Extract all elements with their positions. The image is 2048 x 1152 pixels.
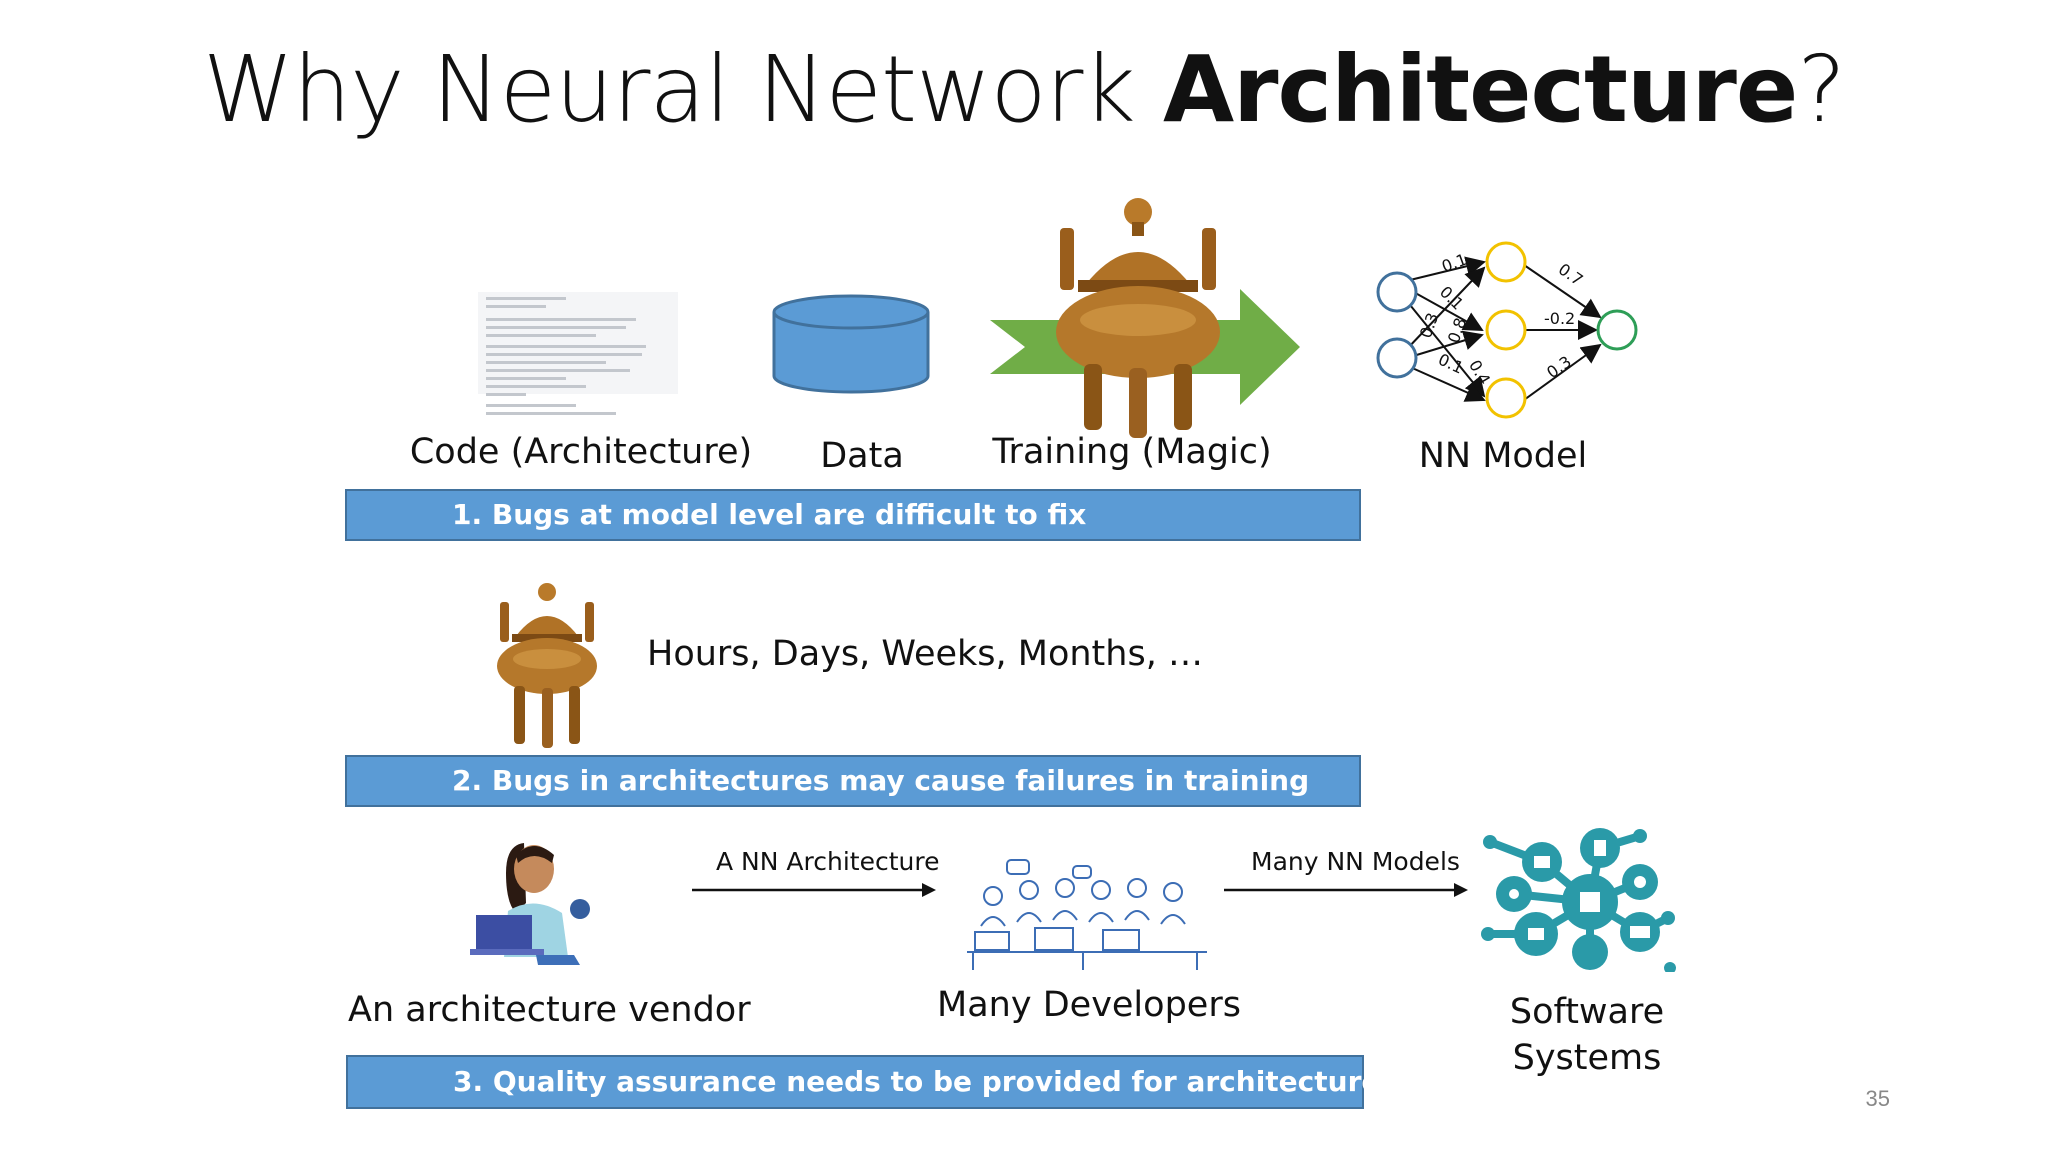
code-label: Code (Architecture) xyxy=(409,432,753,472)
software-systems-icon xyxy=(1481,828,1676,972)
arrow1-label: A NN Architecture xyxy=(716,847,940,876)
nn-edge xyxy=(1409,366,1486,402)
arrow-to-developers xyxy=(692,883,936,897)
developers-group-icon xyxy=(967,859,1207,970)
nn-weight-label: 0.4 xyxy=(1465,357,1494,389)
code-snippet-image xyxy=(478,292,678,415)
magic-cauldron-icon xyxy=(1056,198,1220,438)
data-cylinder-icon xyxy=(772,294,930,394)
nn-weight-label: 0.3 xyxy=(1543,352,1575,382)
nn-weight-label: 0.1 xyxy=(1439,250,1469,277)
title-suffix: ? xyxy=(1797,36,1846,143)
nn-edge xyxy=(1405,266,1486,351)
nn-input-node xyxy=(1376,337,1418,379)
nn-input-node xyxy=(1376,271,1418,313)
nn-edge xyxy=(1523,264,1602,319)
nn-weight-label: 0.1 xyxy=(1436,282,1467,313)
slide-number: 35 xyxy=(1865,1086,1890,1111)
slide-title: Why Neural Network Architecture? xyxy=(0,44,2048,136)
nn-edge xyxy=(1409,256,1486,281)
nn-edge xyxy=(1409,289,1484,331)
nn-weight-label: 0.7 xyxy=(1555,259,1587,289)
nn-edge xyxy=(1405,299,1486,398)
banner-3: 3. Quality assurance needs to be provide… xyxy=(346,1055,1397,1109)
nn-hidden-node xyxy=(1485,377,1527,419)
nn-weight-label: -0.2 xyxy=(1544,309,1575,328)
nn-hidden-node xyxy=(1485,241,1527,283)
arrow-to-systems xyxy=(1224,883,1468,897)
nn-edge xyxy=(1409,330,1484,358)
nn-output-node xyxy=(1596,309,1638,351)
nn-model-diagram: 0.1 0.1 0.3 0.8 0.1 0.4 0.7 -0.2 0.3 xyxy=(1376,241,1638,419)
title-prefix: Why Neural Network xyxy=(202,36,1163,143)
vendor-label: An architecture vendor xyxy=(348,990,751,1030)
nn-weight-label: 0.1 xyxy=(1435,350,1466,378)
data-label: Data xyxy=(820,436,904,476)
nn-model-label: NN Model xyxy=(1418,436,1588,476)
banner-1: 1. Bugs at model level are difficult to … xyxy=(345,489,1361,541)
nn-weight-label: 0.8 xyxy=(1444,315,1471,345)
title-bold: Architecture xyxy=(1162,36,1798,143)
training-label: Training (Magic) xyxy=(992,432,1272,472)
developers-label: Many Developers xyxy=(937,985,1241,1025)
banner-2: 2. Bugs in architectures may cause failu… xyxy=(345,755,1361,807)
systems-label-line1: Software xyxy=(1509,992,1665,1032)
magic-cauldron-small-icon xyxy=(497,583,597,748)
vendor-person-icon xyxy=(470,843,590,965)
systems-label-line2: Systems xyxy=(1512,1038,1662,1078)
nn-edge xyxy=(1523,343,1602,401)
duration-text: Hours, Days, Weeks, Months, … xyxy=(647,634,1203,674)
nn-hidden-node xyxy=(1485,309,1527,351)
arrow2-label: Many NN Models xyxy=(1251,847,1460,876)
